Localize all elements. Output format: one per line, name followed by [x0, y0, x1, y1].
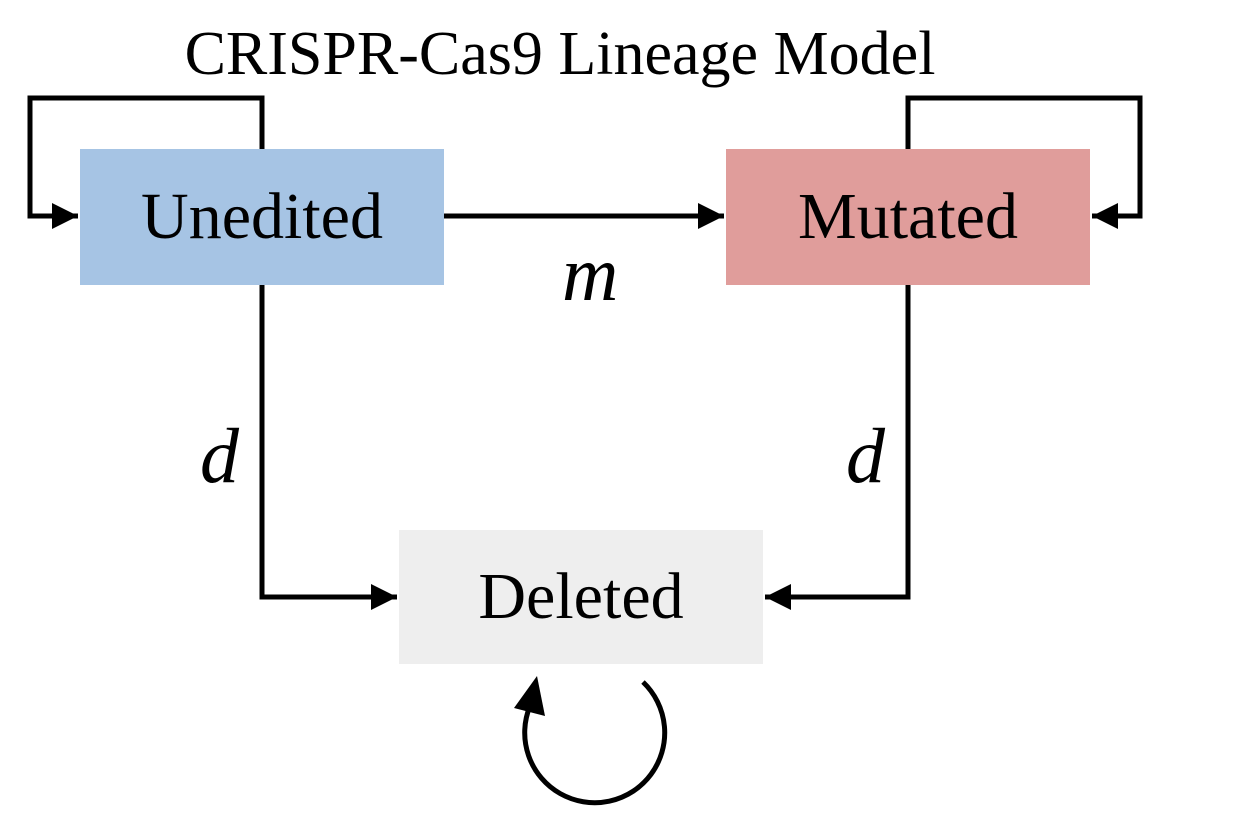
unedited-self-loop-arrow [27, 95, 265, 229]
mutated-to-deleted-arrow [765, 285, 911, 610]
state-deleted: Deleted [399, 530, 763, 664]
deleted-self-loop-arrowhead [514, 676, 545, 716]
mutated-deletion-rate-label: d [846, 412, 885, 499]
state-mutated: Mutated [726, 149, 1090, 285]
unedited-to-deleted-arrow [259, 285, 397, 610]
state-deleted-label: Deleted [478, 560, 684, 633]
diagram-title: CRISPR-Cas9 Lineage Model [184, 20, 936, 88]
state-unedited: Unedited [80, 149, 444, 285]
deleted-self-loop-arrow [522, 680, 668, 806]
unedited-deletion-rate-label: d [200, 412, 239, 499]
state-mutated-label: Mutated [798, 180, 1018, 253]
mutation-rate-label: m [562, 230, 619, 317]
mutated-self-loop-arrow [905, 95, 1143, 229]
state-unedited-label: Unedited [141, 180, 383, 253]
